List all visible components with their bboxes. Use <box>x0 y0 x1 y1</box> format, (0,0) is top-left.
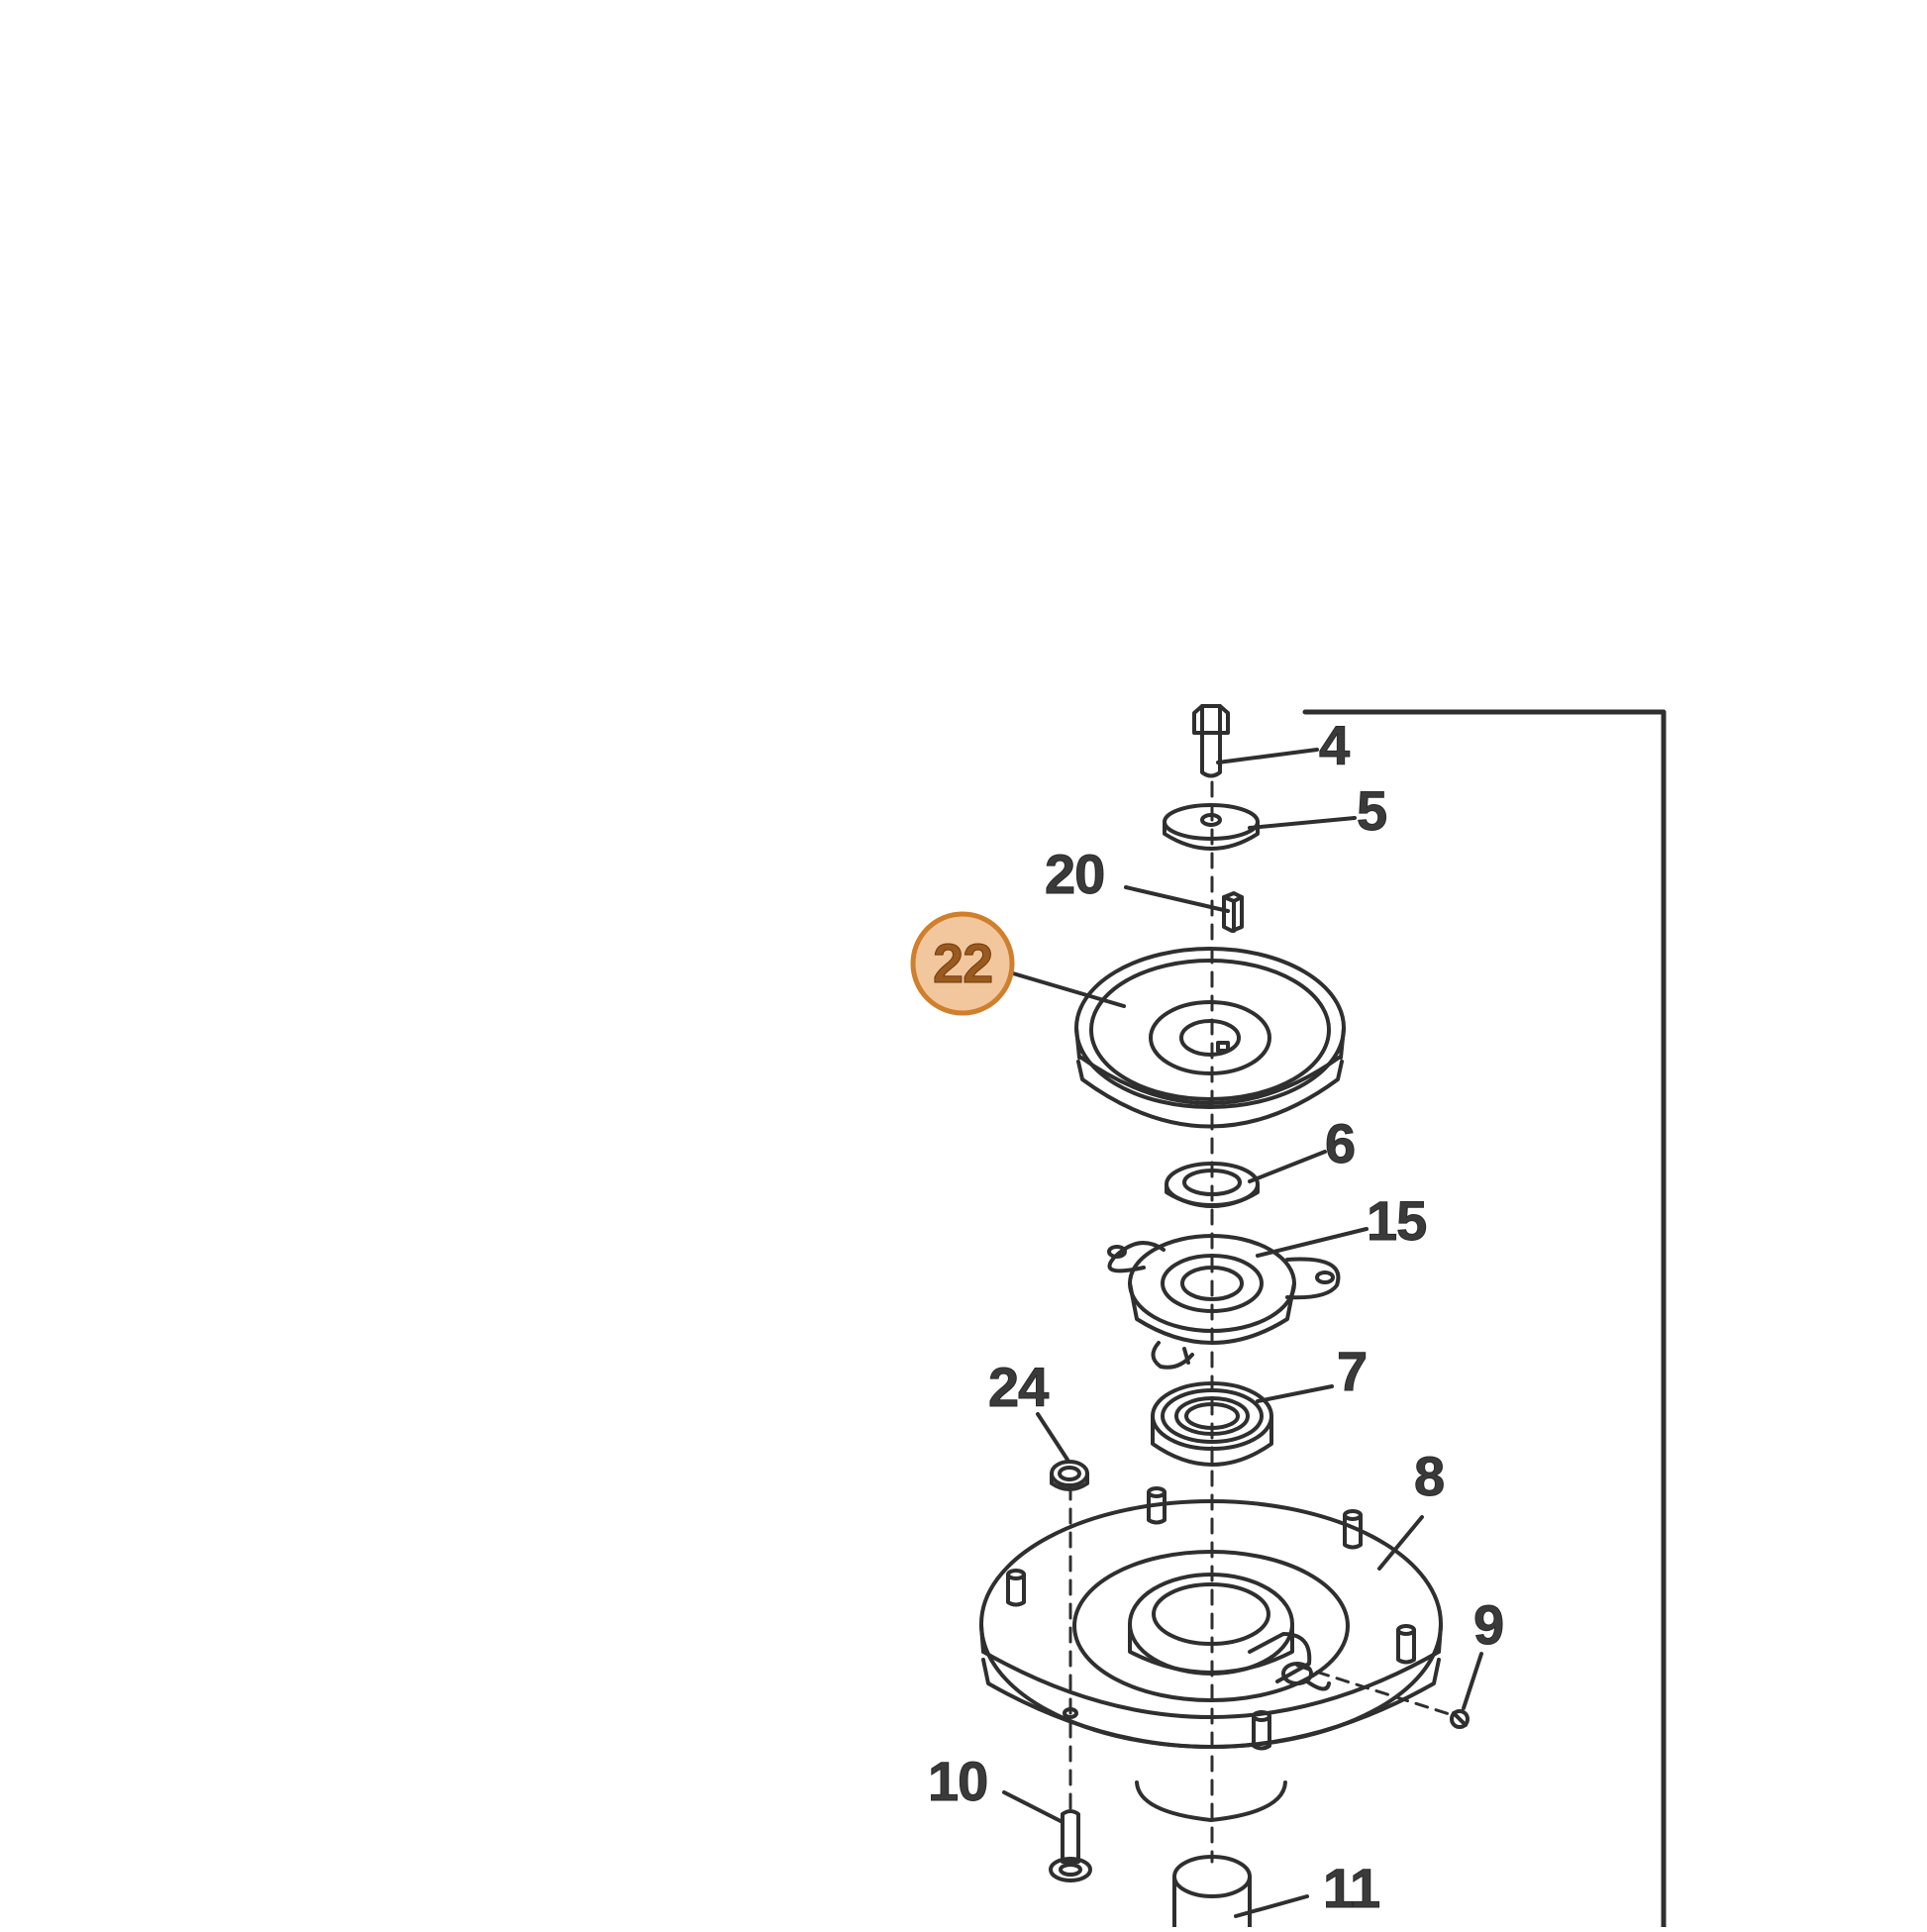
callout-4: 4 <box>1319 714 1350 776</box>
callout-22: 22 <box>933 932 992 994</box>
callout-11: 11 <box>1323 1857 1379 1919</box>
part-housing-plate <box>979 1486 1443 1822</box>
part-pulley <box>1074 947 1346 1129</box>
callout-6: 6 <box>1325 1112 1355 1174</box>
callout-15: 15 <box>1367 1189 1426 1252</box>
side-axis <box>1295 1664 1458 1718</box>
part-grease-fitting <box>1450 1709 1470 1729</box>
part-bolt <box>1192 704 1230 778</box>
callout-8: 8 <box>1414 1445 1444 1507</box>
part-shaft <box>1172 1855 1252 1929</box>
callout-10: 10 <box>928 1750 987 1812</box>
part-washer <box>1163 803 1260 851</box>
callout-5: 5 <box>1357 779 1386 842</box>
part-stud-bolt <box>1049 1809 1092 1882</box>
part-bearing <box>1151 1381 1273 1467</box>
part-nut <box>1050 1460 1089 1491</box>
frame-bracket <box>1302 709 1667 1930</box>
highlight-circle <box>910 911 1015 1016</box>
part-key <box>1222 891 1244 933</box>
callout-24: 24 <box>988 1356 1049 1418</box>
leader-lines <box>1002 748 1483 1918</box>
part-spacer <box>1165 1162 1260 1208</box>
callout-9: 9 <box>1473 1593 1503 1656</box>
callout-7: 7 <box>1337 1340 1367 1402</box>
part-flange-housing <box>1107 1234 1341 1370</box>
callout-20: 20 <box>1045 843 1104 905</box>
